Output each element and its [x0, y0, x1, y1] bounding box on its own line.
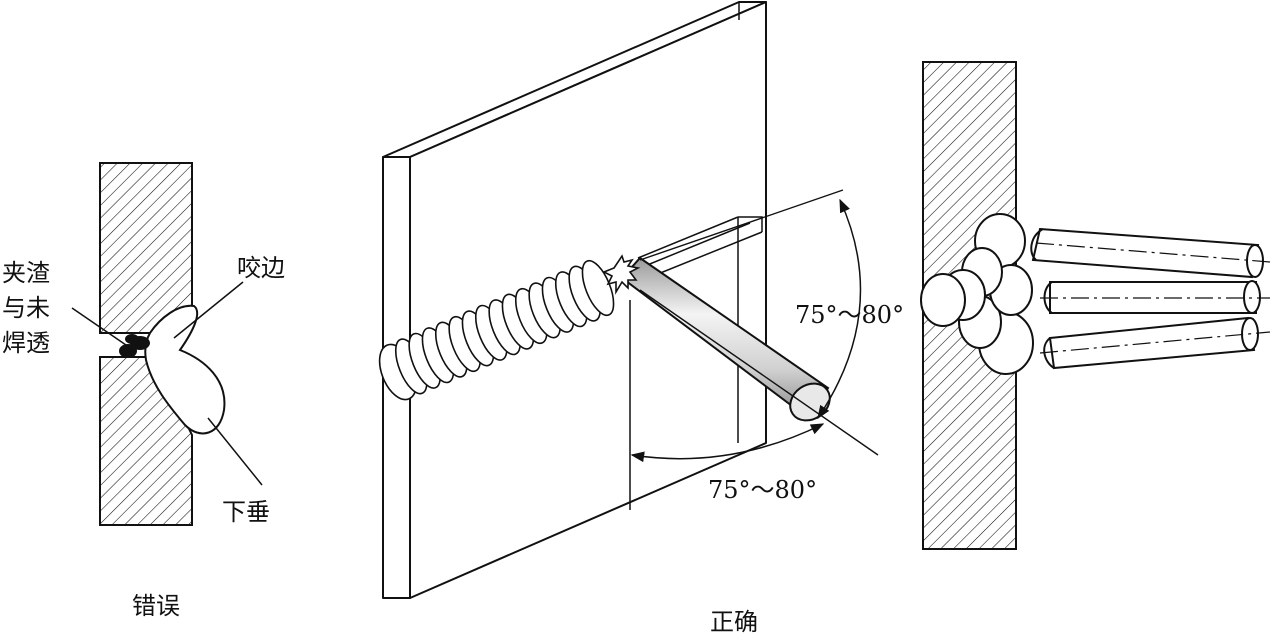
wrong-example: 夹渣 与未 焊透 咬边 下垂 错误 — [2, 162, 285, 620]
weld-passes — [920, 213, 1034, 375]
angle-label-vertical: 75°～80° — [795, 301, 904, 329]
label-sag: 下垂 — [222, 498, 270, 526]
correct-example: 75°～80° 75°～80° 正确 — [378, 1, 904, 634]
reference-line-upper — [639, 189, 844, 261]
label-undercut: 咬边 — [237, 254, 285, 282]
label-slag-line3: 焊透 — [2, 329, 50, 357]
label-correct: 正确 — [710, 608, 758, 634]
sagging-weld-bead — [144, 304, 226, 435]
label-slag-line1: 夹渣 — [2, 259, 50, 287]
slag-inclusion — [119, 334, 150, 358]
multipass-section — [920, 61, 1270, 550]
label-wrong: 错误 — [132, 592, 180, 620]
angle-arc-horizontal — [630, 423, 825, 463]
leader-undercut — [173, 281, 244, 339]
leader-sag — [207, 417, 263, 486]
leader-slag — [71, 307, 127, 346]
angle-label-horizontal: 75°～80° — [708, 476, 817, 504]
arc-spark — [602, 254, 641, 295]
label-slag-line2: 与未 — [2, 294, 50, 322]
electrode-positions — [1030, 227, 1270, 370]
weld-bead — [378, 259, 615, 401]
angle-arc-vertical — [817, 198, 862, 420]
electrode-axis-line — [639, 289, 879, 456]
